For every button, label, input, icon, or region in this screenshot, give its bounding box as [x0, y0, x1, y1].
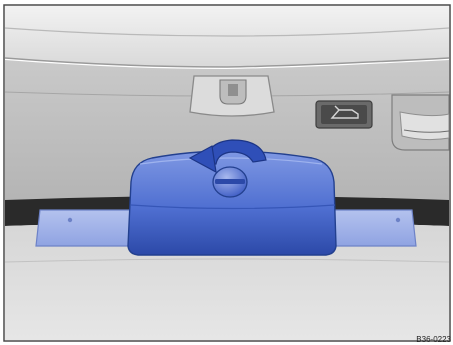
- slotted-screw-icon: [213, 167, 247, 197]
- strip-fastener-right: [396, 218, 400, 222]
- side-handle: [392, 95, 449, 150]
- figure-reference-code: B36-0223: [416, 335, 451, 344]
- strip-fastener-left: [68, 218, 72, 222]
- lock-striker: [190, 76, 274, 116]
- trunk-release-switch: [316, 101, 372, 128]
